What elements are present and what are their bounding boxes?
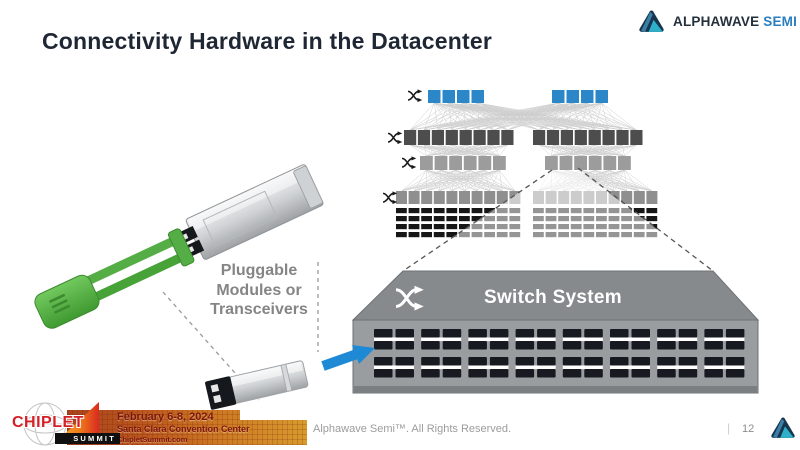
summit-wordmark: SUMMIT	[55, 433, 120, 444]
zoom-wedge	[402, 167, 714, 272]
shuffle-icon	[401, 155, 418, 170]
chiplet-summit-logo: CHIPLET SUMMIT	[5, 398, 123, 448]
pluggable-modules-label: Pluggable Modules or Transceivers	[210, 262, 308, 319]
event-website: ChipletSummit.com	[117, 435, 188, 444]
switch-ports	[374, 329, 745, 378]
brand-suffix: SEMI	[763, 14, 798, 29]
qsfp-transceiver-image	[34, 164, 324, 329]
page-title: Connectivity Hardware in the Datacenter	[42, 28, 493, 54]
alphawave-logo: ALPHAWAVE SEMI	[638, 9, 797, 34]
copyright-text: Alphawave Semi™. All Rights Reserved.	[313, 423, 512, 435]
event-venue: Santa Clara Convention Center	[117, 424, 250, 434]
brand-name: ALPHAWAVE	[673, 14, 760, 29]
insertion-arrow-icon	[321, 345, 375, 371]
footer-divider: |	[727, 421, 731, 435]
shuffle-icon	[382, 190, 399, 205]
switch-system-label: Switch System	[483, 287, 622, 308]
alphawave-triangle-footer-icon	[771, 417, 795, 438]
page-number: 12	[742, 423, 755, 435]
alphawave-triangle-icon	[639, 10, 664, 32]
event-date: February 6-8, 2024	[117, 411, 214, 423]
brand-wordmark: ALPHAWAVE SEMI	[673, 14, 797, 29]
shuffle-icon	[387, 130, 404, 145]
event-banner-text: February 6-8, 2024 Santa Clara Conventio…	[117, 411, 250, 445]
shuffle-icon	[407, 88, 424, 103]
chiplet-summit-graphic	[23, 402, 99, 446]
chiplet-wordmark: CHIPLET	[12, 414, 84, 431]
sfp-transceiver-image	[205, 360, 309, 410]
switch-system-chassis	[351, 270, 760, 394]
